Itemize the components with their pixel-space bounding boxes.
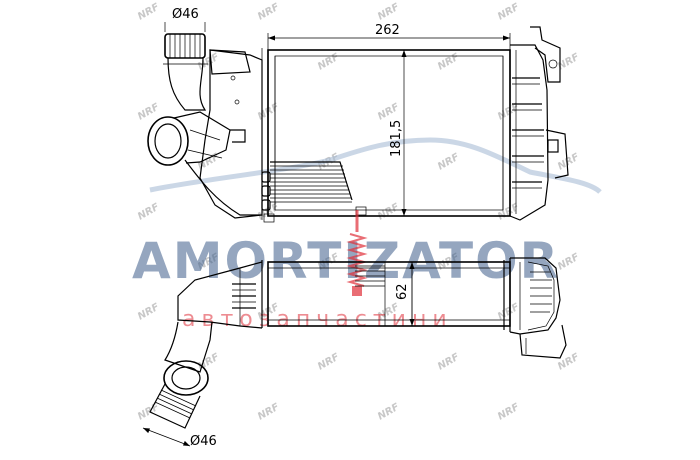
dimension-width: 262 xyxy=(267,23,511,50)
nrf-logo-mark: NRF xyxy=(496,302,521,323)
amortizator-watermark: AMORTIZATOR автозапчастини xyxy=(132,210,560,332)
right-tank-top xyxy=(509,257,567,359)
nrf-logo-mark: NRF xyxy=(256,402,281,423)
dimension-top-diameter-label: Ø46 xyxy=(172,7,199,22)
nrf-logo-mark: NRF xyxy=(376,402,401,423)
nrf-logo-mark: NRF xyxy=(436,152,461,173)
nrf-logo-mark: NRF xyxy=(136,2,161,23)
right-tank xyxy=(509,26,569,221)
intercooler-front-view: 262 181,5 Ø46 xyxy=(147,7,569,223)
dimension-top-diameter: Ø46 xyxy=(164,7,206,32)
nrf-logo-mark: NRF xyxy=(436,352,461,373)
bottom-tube-ends xyxy=(261,171,367,223)
dimension-height-label: 181,5 xyxy=(389,120,404,157)
core-fins xyxy=(270,161,353,203)
nrf-logo-mark: NRF xyxy=(136,302,161,323)
dimension-bottom-diameter: Ø46 xyxy=(142,427,217,449)
core-top-fins xyxy=(355,265,385,287)
shock-absorber-icon xyxy=(346,210,368,296)
bottom-inlet-pipe xyxy=(149,321,213,429)
nrf-logo-mark: NRF xyxy=(316,352,341,373)
nrf-logo-mark: NRF xyxy=(556,152,581,173)
car-silhouette-watermark xyxy=(149,137,602,194)
nrf-logo-mark: NRF xyxy=(556,352,581,373)
nrf-logo-mark: NRF xyxy=(316,52,341,73)
nrf-logo-mark: NRF xyxy=(136,202,161,223)
nrf-logo-mark: NRF xyxy=(436,52,461,73)
dimension-height: 181,5 xyxy=(389,50,407,216)
nrf-logo-mark: NRF xyxy=(496,402,521,423)
watermark-subtitle: автозапчастини xyxy=(182,307,453,332)
nrf-logo-mark: NRF xyxy=(376,102,401,123)
nrf-logo-mark: NRF xyxy=(376,202,401,223)
nrf-logo-mark: NRF xyxy=(496,2,521,23)
intercooler-top-view: 62 xyxy=(142,257,567,449)
dimension-depth-label: 62 xyxy=(395,283,410,300)
nrf-logo-mark: NRF xyxy=(196,352,221,373)
nrf-logo-mark: NRF xyxy=(376,2,401,23)
left-tank-top xyxy=(177,261,263,329)
nrf-logo-mark: NRF xyxy=(256,2,281,23)
dimension-width-label: 262 xyxy=(375,23,400,38)
left-tank xyxy=(199,49,263,219)
dimension-bottom-diameter-label: Ø46 xyxy=(190,434,217,449)
side-outlet-pipe xyxy=(147,111,262,216)
top-inlet-pipe xyxy=(163,33,208,111)
nrf-logo-mark: NRF xyxy=(136,402,161,423)
watermark-brand: AMORTIZATOR xyxy=(132,232,560,290)
nrf-logo-mark: NRF xyxy=(496,102,521,123)
dimension-depth: 62 xyxy=(384,262,415,326)
